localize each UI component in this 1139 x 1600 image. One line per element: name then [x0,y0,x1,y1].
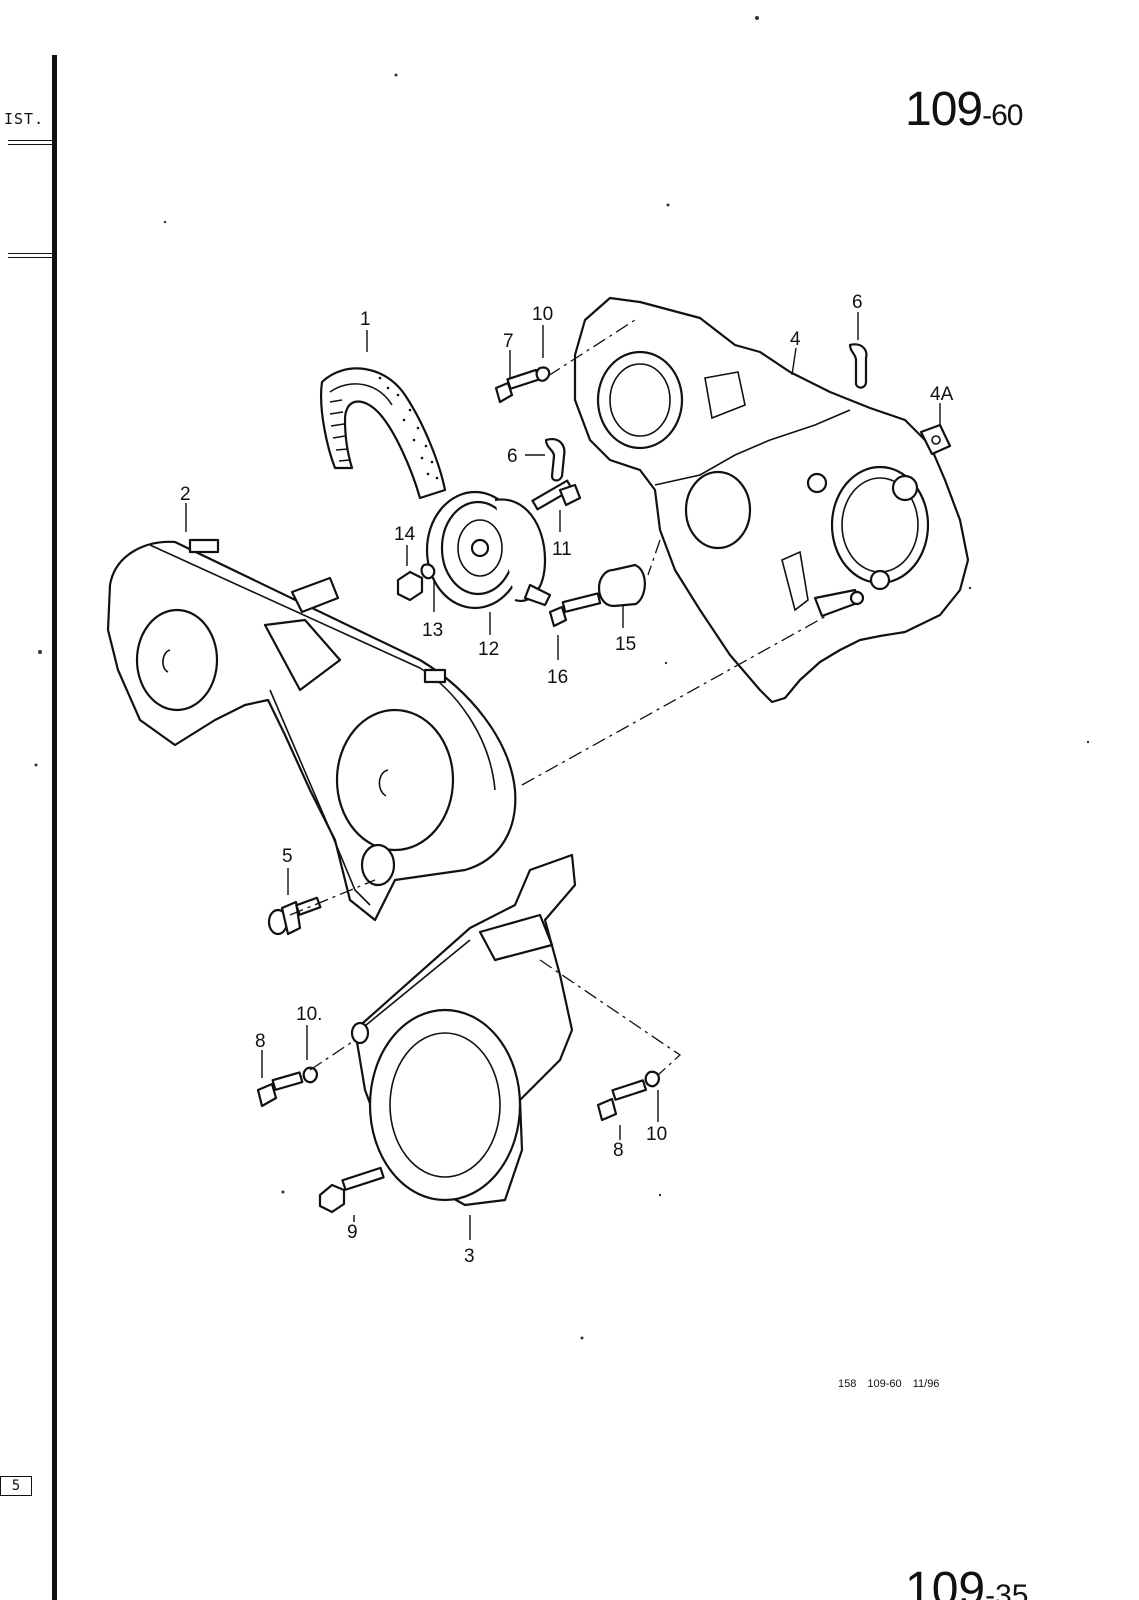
spacer-sleeve [597,563,646,608]
callout-16: 16 [547,667,568,688]
drawing-reference: 158 109-60 11/96 [838,1378,940,1390]
callout-9: 9 [347,1222,358,1243]
bolt-16 [548,592,602,628]
callout-10-right: 10 [646,1124,667,1145]
callout-12: 12 [478,639,499,660]
bolt-7 [494,366,551,404]
margin-label: IST. [4,110,45,128]
scan-specks [34,16,1090,1340]
clip [848,343,868,389]
callout-6-right: 6 [852,292,863,313]
callout-3: 3 [464,1246,475,1267]
callout-5: 5 [282,846,293,867]
callout-4: 4 [790,329,801,350]
toothed-belt [320,367,447,500]
callout-8-left: 8 [255,1031,266,1052]
callout-14: 14 [394,524,416,545]
margin-mark [8,253,52,258]
stud-11 [531,479,582,511]
callout-1: 1 [360,309,371,330]
callout-numbers: 1 2 3 4 4A 5 6 6 7 8 8 9 10 10. 10 11 12… [180,292,954,1267]
upper-timing-cover [106,538,517,922]
callout-10-top: 10 [532,304,553,325]
tensioner-roller [425,490,552,610]
next-page-code-main: 109 [905,1563,986,1600]
callout-10-left: 10. [296,1004,322,1025]
bolt-5 [267,896,322,936]
bolt-8-right [596,1070,660,1122]
callout-2: 2 [180,484,191,505]
alignment-lines [289,319,829,1076]
callout-8-right: 8 [613,1140,624,1161]
page-code-sub: -60 [982,99,1023,132]
callout-4a: 4A [930,384,954,405]
callout-6-left: 6 [507,446,518,467]
page-code: 109-60 [905,82,1023,137]
clip [544,438,566,482]
washer-13 [420,563,436,580]
page-code-main: 109 [905,83,983,136]
callout-15: 15 [615,634,636,655]
box-label: 5 [0,1476,32,1496]
nut-14 [396,570,424,602]
cover-nut-plate [919,423,952,456]
leader-lines [185,312,941,1240]
margin-mark [8,140,52,145]
margin-rule [52,55,57,1600]
callout-13: 13 [422,620,443,641]
callout-7: 7 [503,331,514,352]
bolt-9 [318,1166,385,1214]
next-page-code-sub: -35 [985,1579,1029,1600]
rear-timing-cover [573,296,970,704]
cover-nut-hole [931,435,941,445]
next-page-code: 109-35 [905,1562,1028,1600]
lower-timing-cover [350,853,577,1207]
bolt-8-left [256,1066,318,1108]
callout-11: 11 [552,539,572,560]
